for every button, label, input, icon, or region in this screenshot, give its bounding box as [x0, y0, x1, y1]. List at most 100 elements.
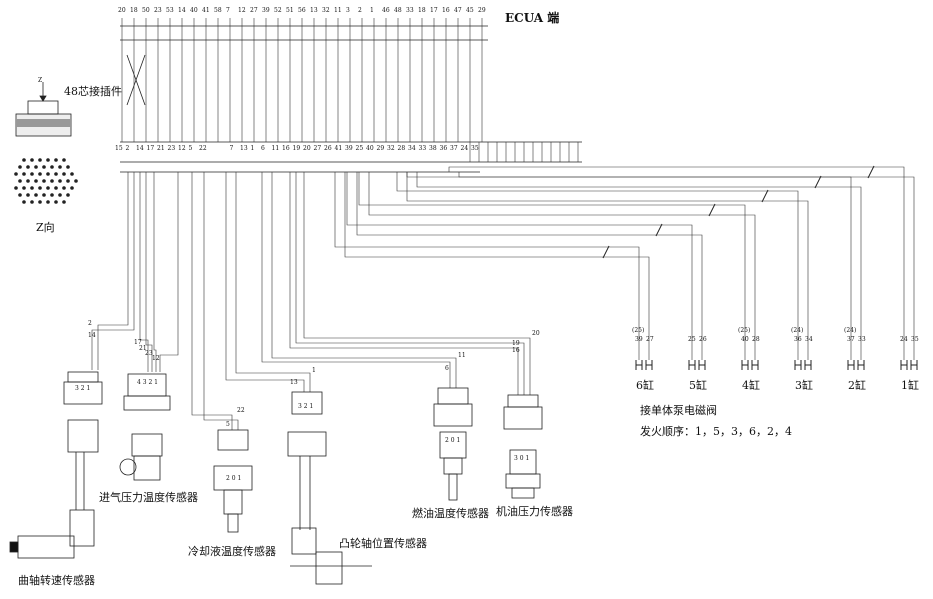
crank-pin-label-1: 2: [88, 320, 92, 327]
cylinder-name-label: 3缸: [795, 379, 813, 392]
pump-valve-label: 接单体泵电磁阀: [640, 404, 717, 417]
coolant-pin-label-1: 5: [226, 421, 230, 428]
ecu-top-pin-label: 58: [214, 7, 222, 14]
ecu-top-pin-label: 41: [202, 7, 210, 14]
ecu-mid-pin-label: 39: [345, 145, 353, 152]
connector-pin-dot: [62, 200, 66, 204]
ecu-top-pin-label: 20: [118, 7, 126, 14]
cylinder-pin-label: 24: [900, 336, 908, 343]
connector-pin-dot: [54, 172, 58, 176]
ecu-mid-pin-label: 16: [282, 145, 290, 152]
connector-pin-dot: [38, 172, 42, 176]
ecu-top-pin-label: 12: [238, 7, 246, 14]
cylinder-name-label: 4缸: [742, 379, 760, 392]
connector-pin-dot: [46, 200, 50, 204]
connector-label: 48芯接插件: [64, 85, 122, 98]
wire-break-mark: [761, 189, 769, 203]
connector-pin-dot: [38, 186, 42, 190]
coolant-sensor-face: 2 0 1: [226, 475, 242, 482]
ecu-top-pin-label: 52: [274, 7, 282, 14]
cylinder-pin-label: 27: [646, 336, 654, 343]
ecu-mid-pin-label: 11: [271, 145, 280, 152]
ecu-mid-pin-label: 32: [387, 145, 395, 152]
solenoid-connector-icon: [751, 360, 759, 370]
solenoid-connector-icon: [847, 360, 855, 370]
ecu-mid-pin-label: 13: [240, 145, 248, 152]
cylinder-pin-label: 35: [911, 336, 919, 343]
cylinder-name-label: 6缸: [636, 379, 654, 392]
connector-pin-dot: [22, 186, 26, 190]
ecu-mid-pin-label: 35: [471, 145, 479, 152]
cylinder-alt-pin-label: (25): [632, 327, 645, 334]
ecu-top-pin-label: 11: [334, 7, 342, 14]
cylinder-wire: [358, 172, 746, 360]
ecu-mid-pin-label: 7: [229, 145, 234, 152]
ecu-top-pin-label: 3: [346, 7, 350, 14]
wire-break-mark: [655, 223, 663, 237]
cylinder-pin-label: 39: [635, 336, 643, 343]
connector-pin-dot: [62, 158, 66, 162]
cylinder-alt-pin-label: (24): [844, 327, 857, 334]
connector-pin-dot: [38, 158, 42, 162]
connector-pin-dot: [38, 200, 42, 204]
ecu-mid-pin-label: 24: [460, 145, 469, 152]
connector-pin-dot: [30, 186, 34, 190]
cylinder-name-label: 5缸: [689, 379, 707, 392]
ecu-mid-pin-label: 36: [439, 145, 448, 152]
cylinder-name-label: 1缸: [901, 379, 919, 392]
oil-press-pin-label-3: 20: [532, 330, 540, 337]
ecu-top-pin-label: 29: [478, 7, 486, 14]
fuel-temp-pin-label-2: 11: [458, 352, 466, 359]
ecu-mid-pin-label: 26: [324, 145, 332, 152]
connector-pin-dot: [50, 165, 54, 169]
solenoid-connector-icon: [910, 360, 918, 370]
ecu-mid-pin-label: 41: [334, 145, 343, 152]
connector-pin-dot: [50, 193, 54, 197]
ecu-top-pin-label: 46: [382, 7, 390, 14]
oil-pressure-sensor-label: 机油压力传感器: [496, 505, 573, 518]
connector-pin-dot: [54, 200, 58, 204]
ecu-mid-pin-label: 2: [125, 145, 130, 152]
connector-pin-dot: [50, 179, 54, 183]
intake-pin-label-1: 17: [134, 339, 142, 346]
crank-pin-label-2: 14: [88, 332, 96, 339]
cylinder-wire: [448, 166, 905, 360]
connector-pin-dot: [62, 186, 66, 190]
crank-sensor-face: 3 2 1: [75, 385, 91, 392]
ecu-mid-pin-label: 25: [355, 145, 364, 152]
connector-pin-dot: [18, 193, 22, 197]
connector-pin-dot: [62, 172, 66, 176]
solenoid-connector-icon: [857, 360, 865, 370]
cylinder-alt-pin-label: (25): [738, 327, 751, 334]
cylinder-wire: [406, 172, 809, 360]
cylinder-wire: [368, 172, 756, 360]
cylinder-wire: [344, 172, 650, 360]
ecu-top-pin-label: 1: [370, 7, 374, 14]
intake-pin-label-4: 12: [152, 355, 160, 362]
ecu-top-pin-label: 13: [310, 7, 318, 14]
solenoid-connector-icon: [900, 360, 908, 370]
ecu-mid-pin-label: 21: [157, 145, 165, 152]
cylinder-pin-label: 33: [858, 336, 866, 343]
ecu-top-pin-label: 45: [466, 7, 474, 14]
connector-pin-dot: [18, 179, 22, 183]
ecu-top-pin-label: 16: [442, 7, 450, 14]
ecu-mid-pin-label: 12: [178, 145, 186, 152]
intake-pin-label-2: 21: [139, 345, 147, 352]
cylinder-wire: [356, 172, 703, 360]
connector-pin-dot: [58, 165, 62, 169]
solenoid-connector-icon: [688, 360, 696, 370]
connector-pin-dot: [58, 193, 62, 197]
connector-pin-dot: [42, 165, 46, 169]
cylinder-pin-label: 25: [688, 336, 696, 343]
ecu-top-pin-label: 40: [190, 7, 198, 14]
cylinder-pin-label: 40: [741, 336, 749, 343]
cylinder-pin-label: 26: [699, 336, 707, 343]
crank-sensor-icon: [9, 371, 103, 559]
cam-sensor-face: 3 2 1: [298, 403, 314, 410]
cam-pin-label-1: 13: [290, 379, 298, 386]
ecu-mid-pin-label: 19: [292, 145, 301, 152]
wire-break-mark: [814, 175, 822, 189]
ecu-mid-pin-label: 17: [146, 145, 155, 152]
